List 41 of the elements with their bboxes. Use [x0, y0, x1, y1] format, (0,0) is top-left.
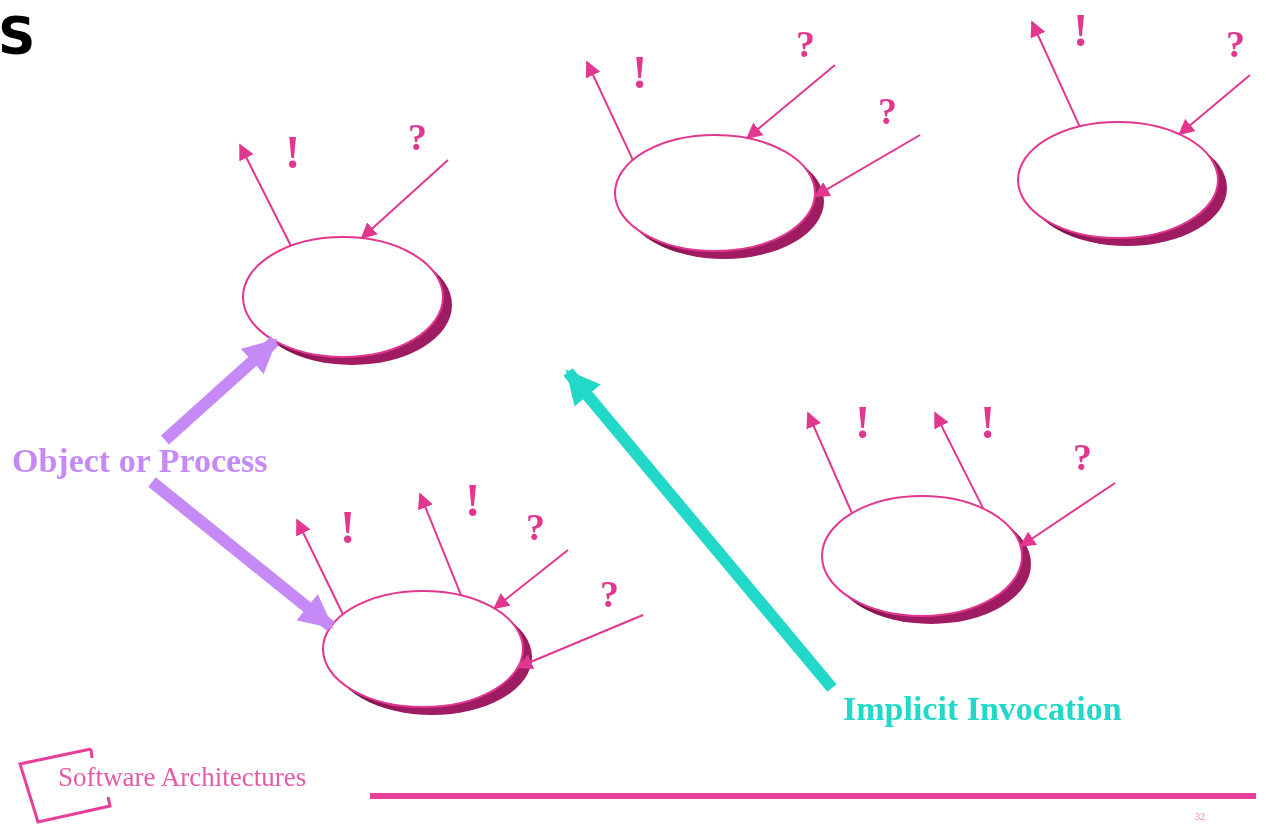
page-number: 32: [1195, 812, 1205, 822]
arrow: [813, 134, 921, 198]
arrow: [418, 492, 463, 597]
footer-text: Software Architectures: [58, 764, 307, 791]
arrow: [516, 614, 644, 670]
node-text: Object or Process: [12, 442, 268, 479]
edge-label: !: [632, 50, 648, 96]
arrow: [1030, 20, 1081, 128]
edge-label: !: [340, 505, 356, 551]
title-fragment: S: [0, 10, 36, 62]
arrow: [239, 143, 292, 247]
ellipse-node: [322, 590, 532, 715]
edge-label: ?: [526, 508, 545, 546]
edge-label: !: [465, 478, 481, 524]
edge-label: ?: [1226, 25, 1245, 63]
arrow: [563, 368, 837, 692]
edge-label: !: [980, 400, 996, 446]
arrow: [493, 549, 569, 610]
ellipse-node: [1017, 121, 1227, 246]
edge-label: !: [1073, 8, 1089, 54]
ellipse-node: [614, 134, 824, 259]
arrow: [161, 336, 280, 445]
arrow: [806, 411, 853, 515]
edge-label: ?: [1073, 438, 1092, 476]
edge-label: ?: [878, 92, 897, 130]
ellipse-node: [821, 495, 1031, 624]
arrow: [1178, 74, 1251, 136]
node-text: Implicit Invocation: [843, 690, 1122, 727]
edge-label: !: [855, 400, 871, 446]
edge-label: ?: [796, 25, 815, 63]
edge-label: !: [285, 130, 301, 176]
arrow: [296, 518, 344, 616]
arrow: [585, 60, 634, 161]
arrow: [746, 64, 836, 140]
arrow: [1019, 482, 1116, 548]
edge-label: ?: [408, 118, 427, 156]
arrow: [148, 477, 335, 632]
edge-label: ?: [600, 575, 619, 613]
arrow: [360, 159, 449, 240]
arrow: [934, 411, 985, 510]
ellipse-node: [242, 236, 452, 365]
